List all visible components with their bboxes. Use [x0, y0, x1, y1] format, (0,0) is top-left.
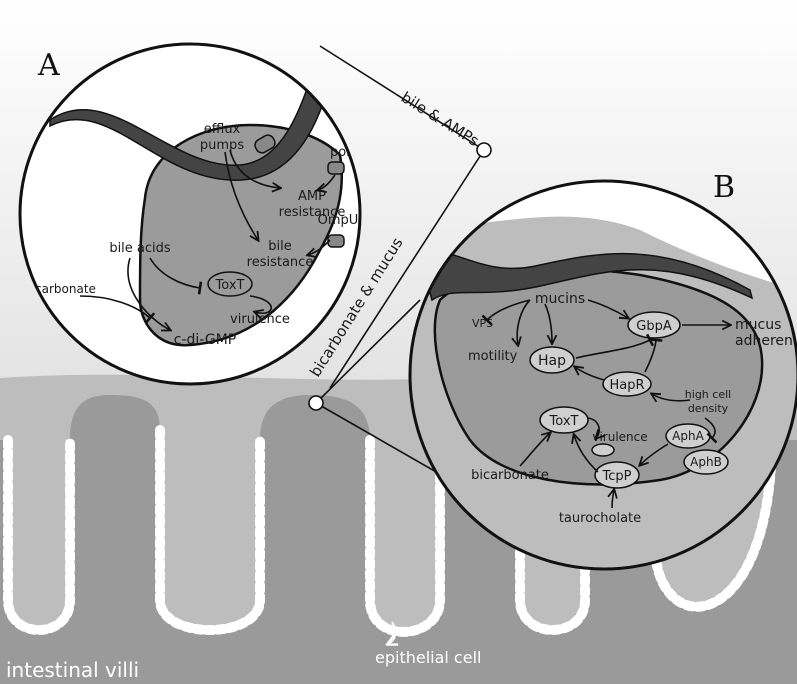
- bile-resistance-label: resistance: [247, 255, 314, 270]
- ompu-label: OmpU: [318, 213, 359, 228]
- toxt-label-b: ToxT: [549, 414, 579, 429]
- tcpp-label: TcpP: [602, 469, 632, 484]
- amp-label: AMP: [298, 189, 326, 204]
- bile-label: bile: [268, 239, 291, 254]
- vps-label: VPS: [472, 317, 493, 330]
- virulence-label: virulence: [230, 312, 290, 327]
- gbpa-label: GbpA: [636, 319, 672, 334]
- epithelial-cell-label: epithelial cell: [375, 648, 481, 667]
- pumps-label: pumps: [200, 138, 244, 153]
- tcpp-partner-node: [592, 444, 614, 456]
- anchor-point-side: [309, 396, 323, 410]
- high-cell-label: high cell: [685, 388, 731, 401]
- bile-acids-label: bile acids: [109, 241, 171, 256]
- taurocholate-label: taurocholate: [559, 511, 641, 526]
- mucus-label: mucus: [735, 317, 781, 333]
- porin-icon: [328, 162, 344, 174]
- hapr-label: HapR: [609, 378, 644, 393]
- density-label: density: [688, 402, 729, 415]
- toxt-label: ToxT: [215, 278, 245, 293]
- intestinal-villi-label: intestinal villi: [6, 658, 139, 682]
- bicarbonate-label-b: bicarbonate: [471, 468, 549, 483]
- c-di-gmp-label: c-di-GMP: [174, 332, 236, 348]
- mucins-label: mucins: [535, 291, 585, 307]
- virulence-label-b: virulence: [592, 430, 647, 444]
- ompu-icon: [328, 235, 344, 247]
- anchor-point-top: [477, 143, 491, 157]
- efflux-label: efflux: [204, 122, 241, 137]
- motility-label: motility: [468, 349, 518, 364]
- panel-a-letter: A: [37, 48, 60, 83]
- aphb-label: AphB: [690, 455, 722, 469]
- panel-b-letter: B: [713, 170, 735, 205]
- mucus-adherence-label: adherence: [735, 333, 797, 349]
- apha-label: AphA: [672, 429, 704, 443]
- hap-label: Hap: [538, 353, 566, 369]
